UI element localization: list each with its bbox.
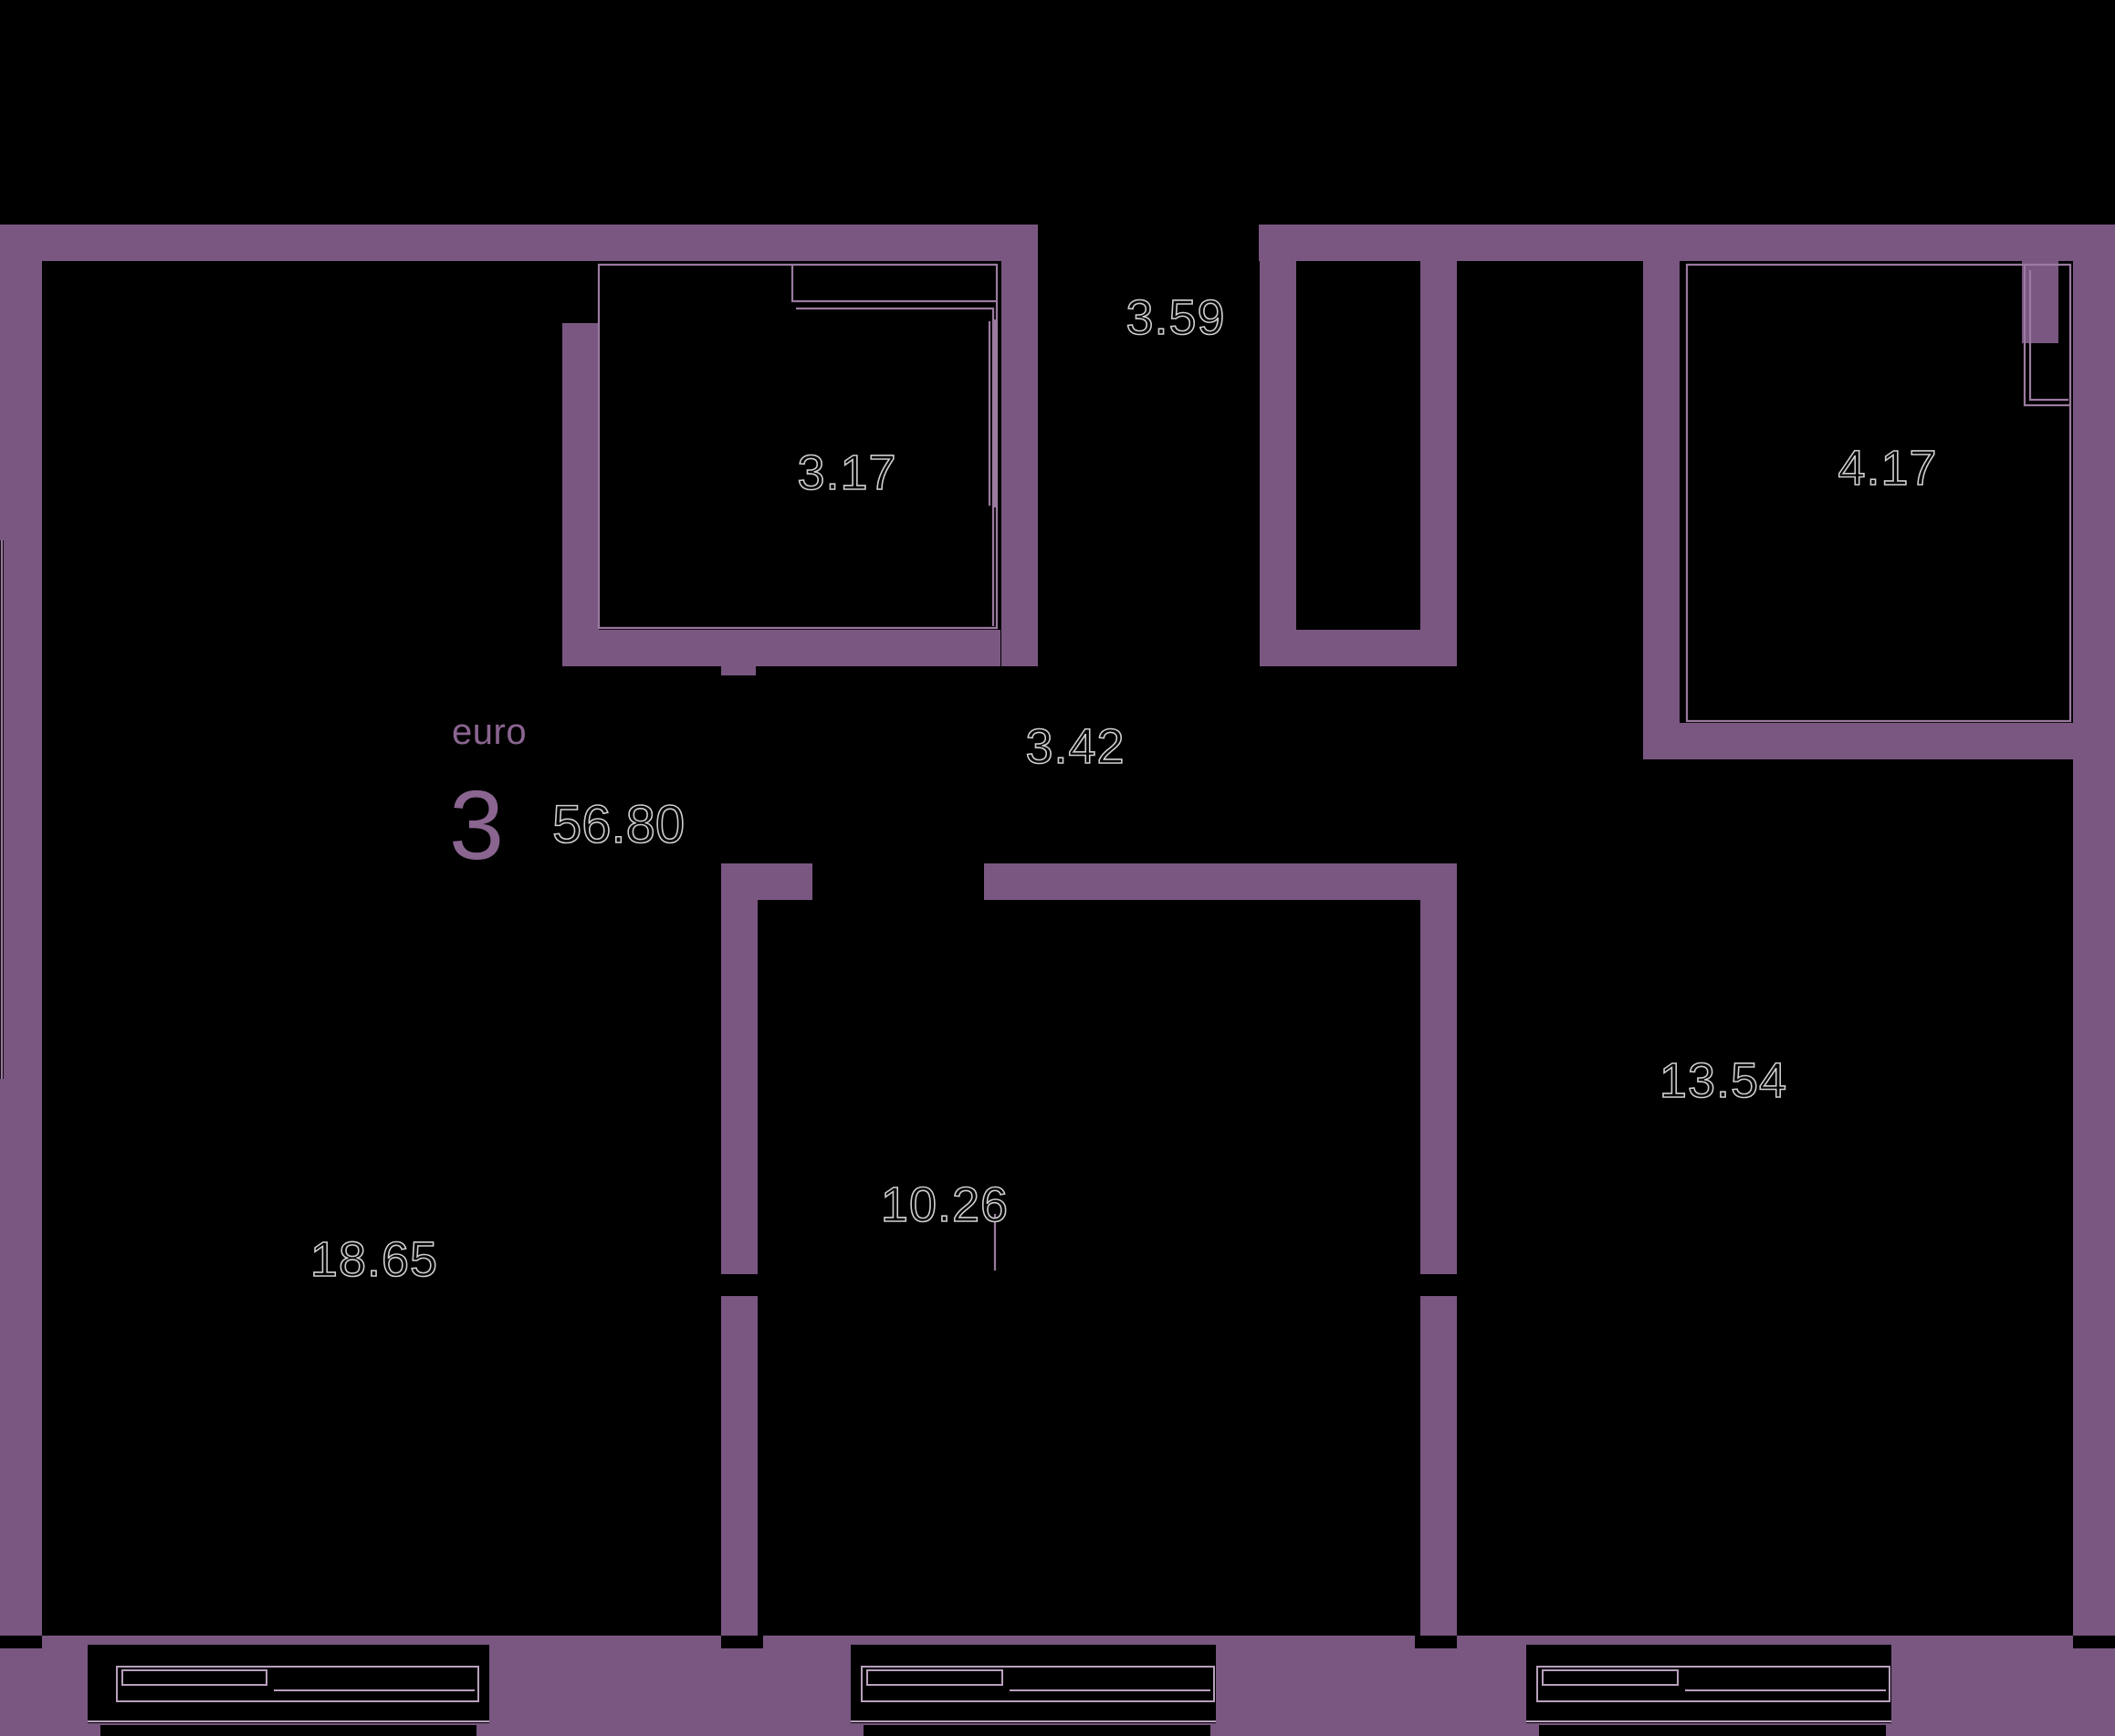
door-stub-bath-left [721, 661, 756, 675]
wall-mid-bedroom-north [984, 863, 1457, 900]
window-2-frame [861, 1666, 1215, 1702]
bottom-windows [0, 1636, 2115, 1736]
wall-bath-left-east-lower [1001, 509, 1038, 666]
wall-bath-right-south [1643, 723, 2081, 759]
window-2-edge [864, 1725, 1210, 1736]
window-2-sash-left [866, 1669, 1003, 1686]
bath-left-tub-inner [796, 307, 995, 626]
bath-left-tub-edge [791, 265, 997, 303]
tick-bottom-1 [721, 1636, 763, 1648]
wall-hall-east-inner [1420, 225, 1457, 666]
wall-mid-bedroom-west-upper [721, 863, 758, 1274]
bath-right-tub-inner [2028, 270, 2068, 402]
exterior-walls [0, 225, 2115, 1736]
wall-right-bedroom-west-upper [1420, 863, 1457, 1274]
wall-mid-bedroom-west-lower [721, 1296, 758, 1670]
wall-top-left [0, 225, 1020, 261]
bath-left-room-outline [597, 263, 999, 630]
wall-bath-left-east-upper [1001, 225, 1038, 540]
tick-bottom-0 [0, 1636, 42, 1648]
window-1-edge [100, 1725, 476, 1736]
wall-right [2073, 225, 2115, 1672]
wall-bath-left-west [562, 323, 599, 666]
room-count-badge: 3 [449, 769, 505, 880]
window-1-sash-left [121, 1669, 267, 1686]
wall-bath-right-east-stub [2022, 225, 2058, 343]
wall-right-bedroom-west-lower [1420, 1296, 1457, 1670]
wall-top-right [1259, 225, 2115, 261]
wall-mid-bedroom-north-stub [721, 863, 812, 900]
tick-bottom-2 [1415, 1636, 1457, 1648]
window-3-frame [1536, 1666, 1890, 1702]
fixtures-and-openings [0, 263, 2072, 1271]
total-area-label: 56.80 [551, 795, 686, 854]
interior-walls [562, 225, 2081, 1670]
brand-word: euro [452, 712, 528, 752]
bath-right-room-outline [1685, 263, 2072, 723]
window-3-sash-left [1542, 1669, 1679, 1686]
wall-left [0, 225, 42, 1672]
bath-right-tub-edge [2023, 265, 2070, 407]
wall-bath-left-south [562, 630, 1000, 666]
wall-hall-east [1260, 225, 1296, 644]
wall-bath-right-west-upper [1643, 225, 1680, 590]
tick-bottom-3 [2073, 1636, 2115, 1648]
window-1-frame [116, 1666, 479, 1702]
window-3-edge [1539, 1725, 1886, 1736]
